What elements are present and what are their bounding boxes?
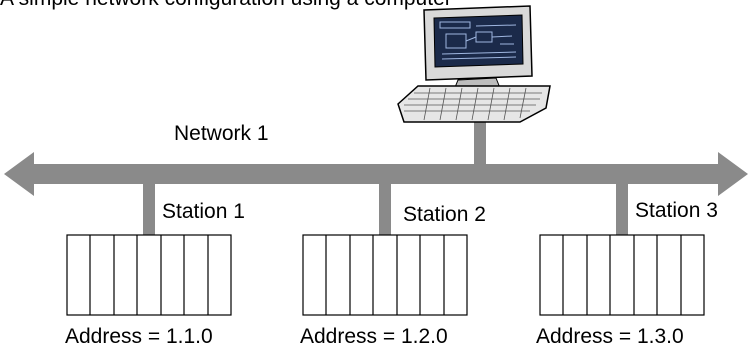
computer-workstation-icon (397, 5, 551, 123)
station-3-drop-line (616, 184, 628, 236)
station-2-address: Address = 1.2.0 (300, 325, 448, 348)
bus-arrow-left (4, 152, 34, 196)
network-bus (4, 152, 748, 196)
station-1-drop-line (143, 184, 155, 236)
station-2-drop-line (379, 184, 391, 236)
intro-text: A simple network configuration using a c… (0, 0, 452, 11)
station-1-address: Address = 1.1.0 (65, 325, 213, 348)
station-3-label: Station 3 (635, 199, 718, 222)
station-3-address: Address = 1.3.0 (536, 325, 684, 348)
station-3-rack (539, 234, 705, 316)
station-2-label: Station 2 (403, 203, 486, 226)
bus-arrow-right (718, 152, 748, 196)
network-label: Network 1 (174, 122, 269, 145)
station-1-label: Station 1 (162, 200, 245, 223)
computer-drop-line (474, 120, 486, 166)
station-1-rack (66, 234, 232, 316)
station-2-rack (302, 234, 468, 316)
